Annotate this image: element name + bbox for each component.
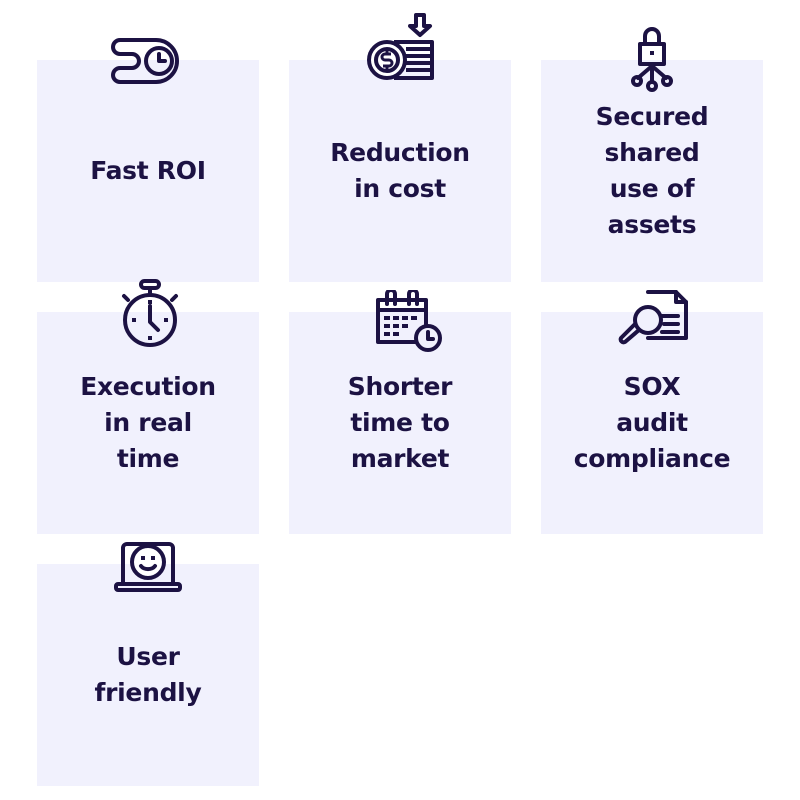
feature-label: SOX audit compliance <box>573 372 731 473</box>
feature-card-reduction-in-cost: Reduction in cost <box>289 60 511 282</box>
feature-card-execution-real-time: Execution in real time <box>37 312 259 534</box>
lock-network-icon <box>630 26 674 92</box>
feature-card-fast-roi: Fast ROI <box>37 60 259 282</box>
feature-card-user-friendly: User friendly <box>37 564 259 786</box>
feature-label: Fast ROI <box>90 156 206 185</box>
feature-card-sox-audit-compliance: SOX audit compliance <box>541 312 763 534</box>
document-search-icon <box>618 290 690 348</box>
feature-card-secured-shared-assets: Secured shared use of assets <box>541 60 763 282</box>
feature-label: User friendly <box>94 642 202 707</box>
feature-card-shorter-time-to-market: Shorter time to market <box>289 312 511 534</box>
coins-down-icon <box>364 12 436 82</box>
laptop-smiley-icon <box>113 540 183 596</box>
calendar-clock-icon <box>374 290 444 354</box>
feature-label: Reduction in cost <box>330 138 470 203</box>
feature-label: Shorter time to market <box>347 372 453 473</box>
fast-clock-icon <box>106 36 186 86</box>
feature-label: Execution in real time <box>80 372 216 473</box>
stopwatch-icon <box>120 278 180 348</box>
feature-label: Secured shared use of assets <box>595 102 709 239</box>
